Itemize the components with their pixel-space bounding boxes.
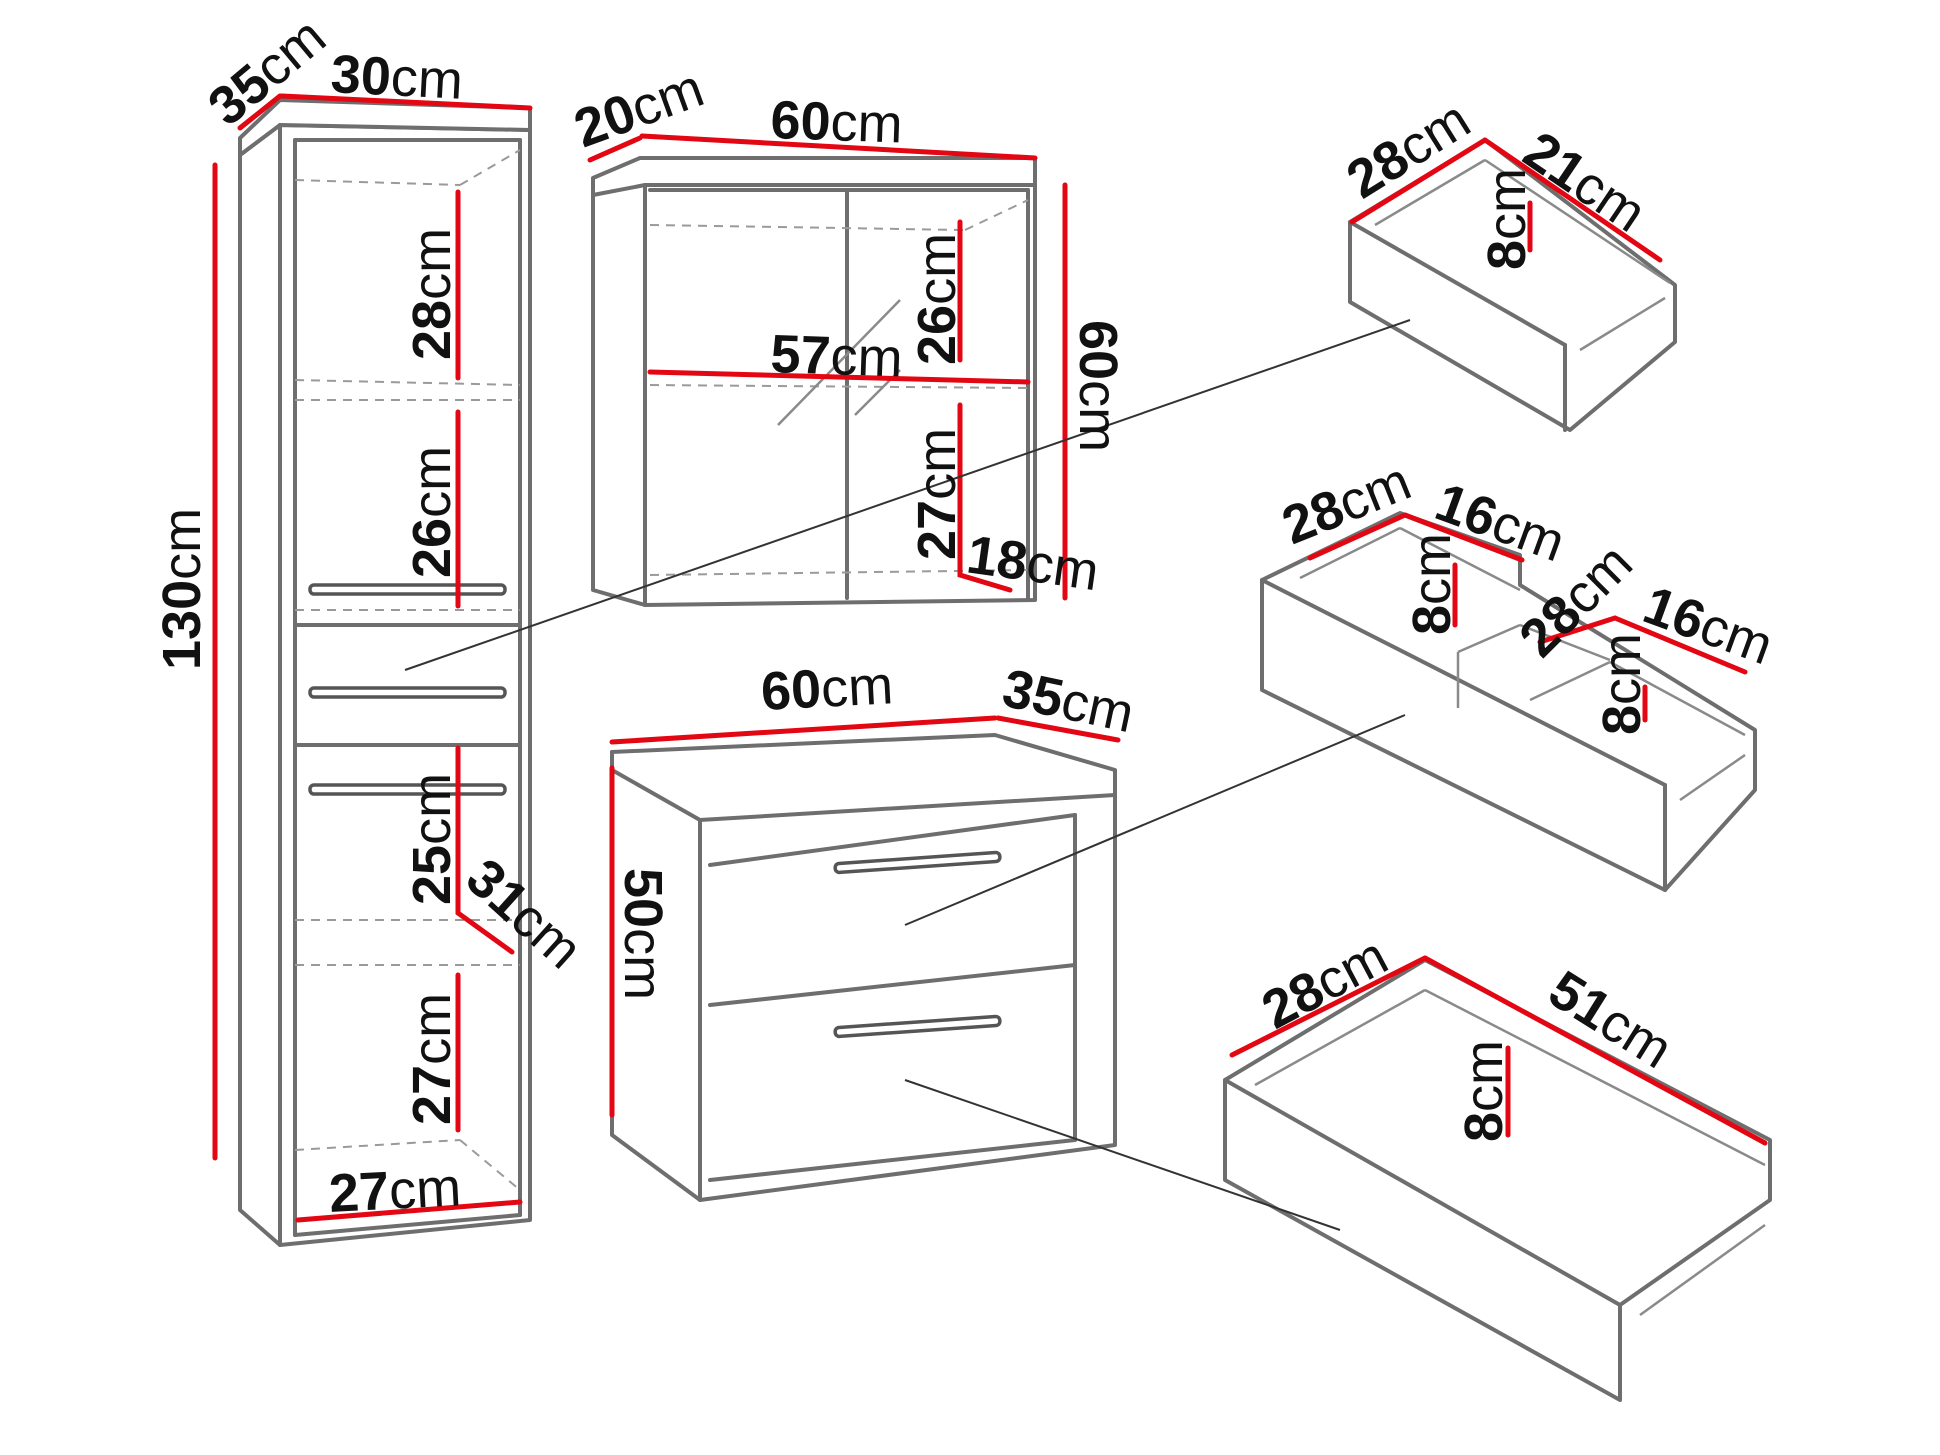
tall-cabinet bbox=[212, 93, 533, 1247]
wall-lower-height-label: 27cm bbox=[907, 428, 967, 560]
wall-upper-height-label: 26cm bbox=[907, 233, 967, 365]
drawer-split-left-height-label: 8cm bbox=[1402, 533, 1462, 635]
drawer-large-height-label: 8cm bbox=[1454, 1040, 1514, 1142]
tall-height-label: 130cm bbox=[152, 508, 212, 670]
vanity-cabinet bbox=[609, 715, 1121, 1202]
drawer-small-height-label: 8cm bbox=[1477, 168, 1537, 270]
tall-shelf-2-label: 26cm bbox=[402, 446, 462, 578]
vanity-width-label: 60cm bbox=[759, 655, 894, 722]
drawer-small bbox=[404, 137, 1677, 671]
tall-shelf-3-label: 25cm bbox=[402, 773, 462, 905]
wall-width-label: 60cm bbox=[770, 90, 904, 155]
tall-inner-width-label: 27cm bbox=[327, 1157, 462, 1224]
vanity-depth-label: 35cm bbox=[998, 658, 1140, 744]
wall-cabinet bbox=[587, 133, 1068, 607]
tall-width-label: 30cm bbox=[329, 44, 464, 111]
drawer-split-right-depth-label: 16cm bbox=[1636, 575, 1781, 677]
wall-inner-width-label: 57cm bbox=[770, 324, 904, 389]
wall-depth-label: 20cm bbox=[567, 58, 712, 160]
tall-shelf-4-label: 27cm bbox=[402, 993, 462, 1125]
drawer-split bbox=[904, 511, 1757, 926]
drawer-large bbox=[904, 955, 1772, 1402]
drawer-split-right-height-label: 8cm bbox=[1592, 633, 1652, 735]
wall-height-label: 60cm bbox=[1068, 320, 1128, 452]
vanity-height-label: 50cm bbox=[613, 868, 673, 1000]
tall-shelf-1-label: 28cm bbox=[402, 228, 462, 360]
wall-inner-depth-label: 18cm bbox=[963, 524, 1102, 602]
